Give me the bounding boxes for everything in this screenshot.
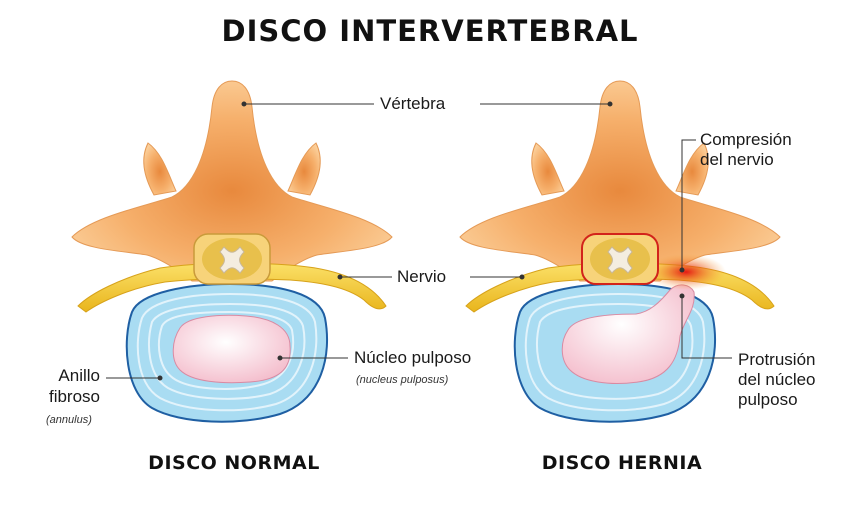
label-nervio: Nervio — [397, 267, 447, 286]
label-anillo-line2: fibroso — [48, 387, 100, 406]
normal-nerve — [77, 262, 387, 313]
herniated-disc-illustration — [459, 80, 781, 423]
label-nucleo-latin: (nucleus pulposus) — [356, 374, 449, 386]
label-compresion-line2: del nervio — [700, 150, 774, 169]
label-compresion-line1: Compresión — [700, 130, 792, 149]
normal-disc-illustration — [71, 80, 393, 423]
leader-lines — [106, 101, 732, 381]
caption-disco-hernia: DISCO HERNIA — [541, 452, 703, 474]
label-protrusion-line2: del núcleo — [738, 370, 816, 389]
caption-disco-normal: DISCO NORMAL — [148, 452, 320, 474]
normal-nucleus — [172, 314, 291, 384]
label-anillo-latin: (annulus) — [46, 414, 92, 426]
label-anillo-line1: Anillo — [58, 366, 100, 385]
page-title: DISCO INTERVERTEBRAL — [221, 14, 639, 48]
herniated-nucleus-protrusion — [561, 284, 695, 384]
normal-spinal-canal — [193, 233, 271, 285]
herniated-spinal-canal — [581, 233, 659, 285]
label-protrusion-line3: pulposo — [738, 390, 798, 409]
nerve-compression-zone — [646, 254, 726, 290]
label-vertebra: Vértebra — [380, 94, 446, 113]
label-nucleo-pulposo: Núcleo pulposo — [354, 348, 472, 367]
label-protrusion-line1: Protrusión — [738, 350, 816, 369]
